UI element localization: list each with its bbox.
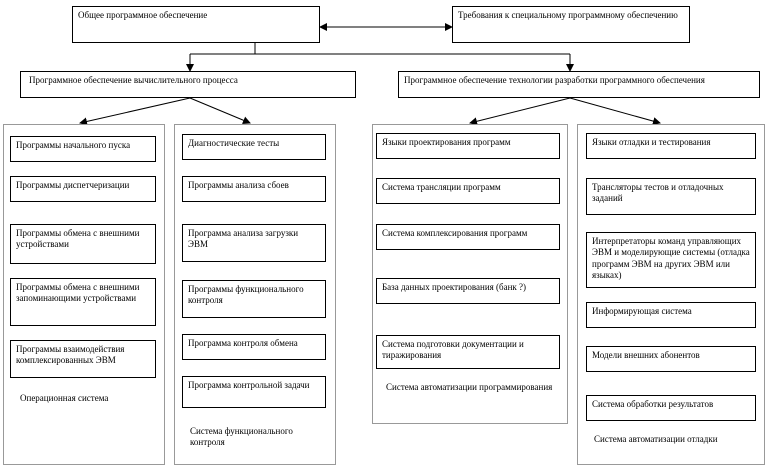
compute-process-box: Программное обеспечение вычислительного …: [20, 71, 356, 98]
os-item-label: Программы диспетчеризации: [16, 180, 130, 190]
tech-development-label: Программное обеспечение технологии разра…: [404, 75, 705, 85]
fc-item-label: Программы анализа сбоев: [188, 180, 289, 190]
debug-item: Интерпретаторы команд управляющих ЭВМ и …: [586, 232, 756, 288]
arrow-to-fc: [189, 97, 251, 124]
auto-item-label: База данных проектирования (банк ?): [382, 282, 527, 292]
os-item-label: Программы обмена с внешними запоминающим…: [16, 282, 140, 304]
os-item: Программы обмена с внешними запоминающим…: [10, 278, 156, 326]
fc-item-label: Диагностические тесты: [188, 138, 280, 148]
auto-item-label: Языки проектирования программ: [382, 137, 511, 147]
arrow-to-auto: [469, 97, 571, 126]
fc-item-label: Программы функционального контроля: [188, 284, 304, 306]
debug-item-label: Информирующая система: [592, 306, 692, 316]
fc-item: Программа анализа загрузки ЭВМ: [182, 224, 326, 262]
auto-item: Система подготовки документации и тиражи…: [376, 335, 560, 369]
tech-development-box: Программное обеспечение технологии разра…: [398, 71, 760, 98]
fc-item: Программы анализа сбоев: [182, 176, 326, 202]
auto-item: Языки проектирования программ: [376, 133, 560, 159]
fc-caption: Система функционального контроля: [190, 426, 293, 448]
arrow-to-debug: [569, 97, 661, 125]
debug-item: Система обработки результатов: [586, 395, 756, 421]
fc-item: Программы функционального контроля: [182, 280, 326, 318]
general-software-label: Общее программное обеспечение: [78, 10, 208, 20]
auto-item: База данных проектирования (банк ?): [376, 278, 560, 304]
debug-caption: Система автоматизации отладки: [594, 434, 718, 444]
os-caption: Операционная система: [20, 393, 109, 403]
debug-item: Трансляторы тестов и отладочных заданий: [586, 178, 756, 215]
auto-item-label: Система подготовки документации и тиражи…: [382, 339, 524, 361]
os-item-label: Программы обмена с внешними устройствами: [16, 228, 140, 250]
debug-item: Информирующая система: [586, 302, 756, 328]
fc-item-label: Программа контрольной задачи: [188, 380, 310, 390]
os-item: Программы диспетчеризации: [10, 176, 156, 202]
fc-item: Программа контроля обмена: [182, 334, 326, 360]
arrow-to-os: [79, 97, 191, 126]
auto-group: [372, 124, 568, 424]
debug-item-label: Модели внешних абонентов: [592, 350, 700, 360]
debug-item-label: Система обработки результатов: [592, 399, 714, 409]
fc-item-label: Программа контроля обмена: [188, 338, 298, 348]
debug-item-label: Трансляторы тестов и отладочных заданий: [592, 182, 724, 204]
compute-process-label: Программное обеспечение вычислительного …: [29, 75, 238, 85]
fc-item-label: Программа анализа загрузки ЭВМ: [188, 228, 299, 250]
fc-item: Программа контрольной задачи: [182, 376, 326, 408]
os-item: Программы взаимодействия комплексированн…: [10, 340, 156, 378]
os-item-label: Программы взаимодействия комплексированн…: [16, 344, 125, 366]
auto-item-label: Система комплексирования программ: [382, 228, 528, 238]
requirements-box: Требования к специальному программному о…: [452, 6, 690, 43]
debug-item-label: Интерпретаторы команд управляющих ЭВМ и …: [592, 236, 750, 280]
auto-caption: Система автоматизации программирования: [386, 382, 553, 392]
auto-item-label: Система трансляции программ: [382, 182, 501, 192]
os-item: Программы начального пуска: [10, 136, 156, 162]
fc-item: Диагностические тесты: [182, 134, 326, 160]
general-software-box: Общее программное обеспечение: [72, 6, 320, 43]
debug-item: Модели внешних абонентов: [586, 346, 756, 372]
auto-item: Система комплексирования программ: [376, 224, 560, 250]
debug-item-label: Языки отладки и тестирования: [592, 137, 711, 147]
os-item: Программы обмена с внешними устройствами: [10, 224, 156, 264]
debug-item: Языки отладки и тестирования: [586, 133, 756, 159]
os-item-label: Программы начального пуска: [16, 140, 131, 150]
requirements-label: Требования к специальному программному о…: [458, 10, 678, 20]
auto-item: Система трансляции программ: [376, 178, 560, 204]
